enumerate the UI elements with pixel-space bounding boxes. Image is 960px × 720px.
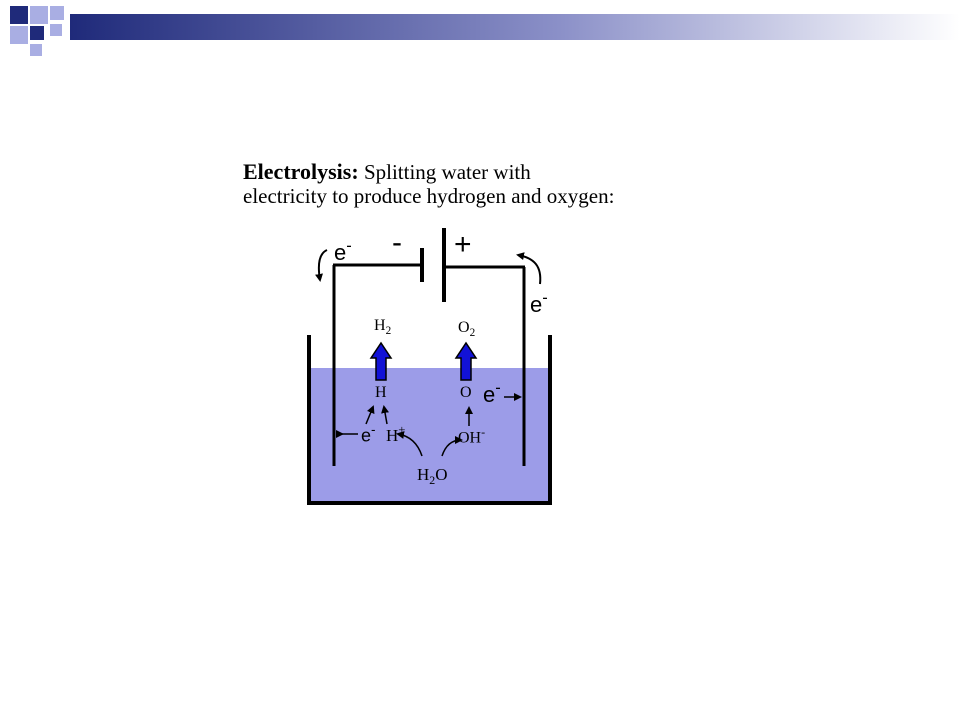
electrolysis-diagram-graphic <box>307 228 552 505</box>
hydrogen-gas-arrow <box>369 341 393 381</box>
slide-title-block: Electrolysis: Splitting water with elect… <box>243 159 663 209</box>
arrow-water-to-hydroxide <box>441 436 463 457</box>
decor-square-dark-1 <box>10 6 28 24</box>
decor-square-light-5 <box>30 44 42 56</box>
water-molecule-label: H2O <box>417 465 448 488</box>
decor-square-light-3 <box>10 26 28 44</box>
decor-gradient-bar <box>70 14 960 40</box>
electron-label-right: e- <box>530 289 548 318</box>
slide-title-bold: Electrolysis: <box>243 159 359 184</box>
arrow-electron-to-h <box>365 405 375 425</box>
container-beaker <box>307 335 552 505</box>
electron-flow-arrow-right <box>516 252 542 285</box>
electron-cathode-label: e- <box>361 422 376 446</box>
electrolysis-diagram: - + e- e- H2 O2 H O e- e- H+ OH- H2O <box>280 220 610 520</box>
electron-flow-arrow-left <box>315 249 328 282</box>
slide-title-line-1: Electrolysis: Splitting water with <box>243 159 663 185</box>
decor-square-dark-2 <box>30 26 44 40</box>
arrow-proton-to-h <box>381 405 389 425</box>
battery-negative-sign: - <box>392 226 402 259</box>
hydrogen-atom-label: H <box>375 384 387 401</box>
battery-positive-sign: + <box>454 228 472 261</box>
hydrogen-gas-label: H2 <box>374 317 392 337</box>
decor-square-light-2 <box>50 6 64 20</box>
arrow-water-to-proton <box>396 431 423 457</box>
slide-title-line-2: electricity to produce hydrogen and oxyg… <box>243 184 615 208</box>
electron-anode-label: e- <box>483 379 501 408</box>
decor-square-light-1 <box>30 6 48 24</box>
hydroxide-label: OH- <box>458 425 486 447</box>
oxygen-gas-arrow <box>454 341 478 381</box>
proton-label: H+ <box>386 423 406 445</box>
slide-title-rest: Splitting water with <box>358 160 531 184</box>
electron-label-left: e- <box>334 237 352 266</box>
slide-header-decoration <box>10 6 960 56</box>
oxygen-atom-label: O <box>460 384 472 401</box>
oxygen-gas-label: O2 <box>458 319 476 339</box>
decor-square-light-4 <box>50 24 62 36</box>
